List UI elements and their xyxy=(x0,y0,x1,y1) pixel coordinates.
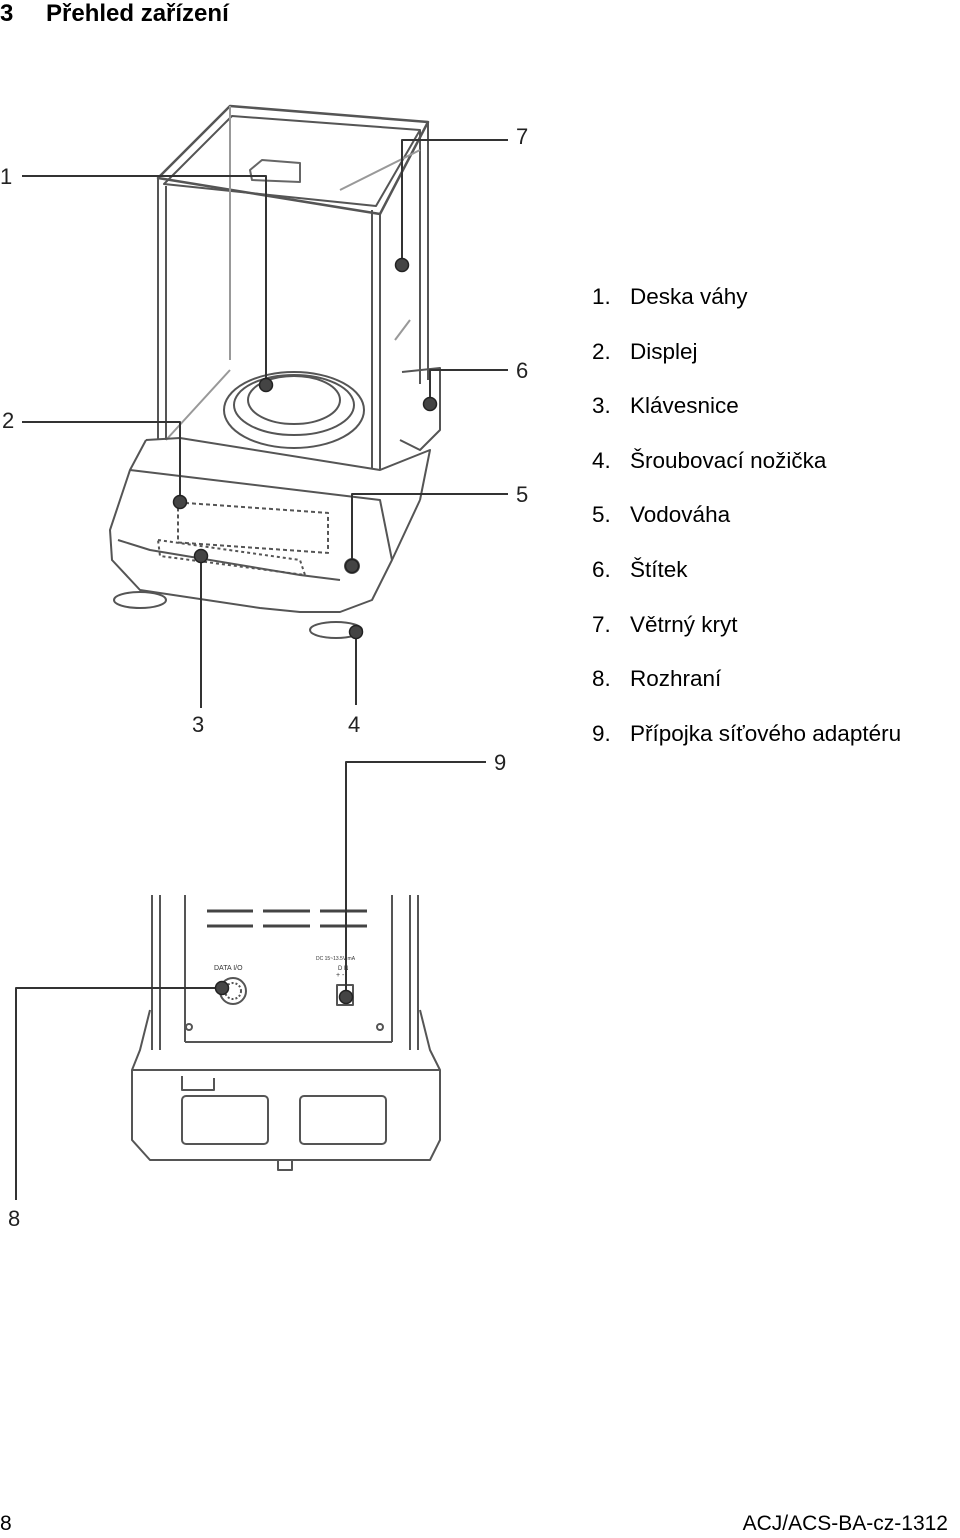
callout-4: 4 xyxy=(348,712,360,737)
legend-number: 1. xyxy=(592,284,611,309)
legend-item: 2. Displej xyxy=(592,339,901,394)
callout-2: 2 xyxy=(2,408,14,433)
parts-legend: 1. Deska váhy 2. Displej 3. Klávesnice 4. Šr… xyxy=(592,284,901,775)
legend-item: 7. Větrný kryt xyxy=(592,612,901,667)
rear-view xyxy=(131,895,441,1171)
legend-text: Štítek xyxy=(630,556,688,582)
data-io-label: DATA I/O xyxy=(214,965,243,972)
weighing-pan xyxy=(223,371,365,449)
legend-number: 4. xyxy=(592,447,611,473)
callout-9: 9 xyxy=(494,750,506,775)
legend-item: 6. Štítek xyxy=(592,557,901,612)
leader-lines xyxy=(15,139,508,1200)
callout-7: 7 xyxy=(516,124,528,149)
legend-item: 5. Vodováha xyxy=(592,502,901,557)
legend-text: Klávesnice xyxy=(630,393,739,419)
legend-text: Displej xyxy=(630,338,698,364)
polarity-label-b: + - xyxy=(336,972,345,979)
callout-dots xyxy=(172,257,438,1005)
legend-item: 9. Přípojka síťového adaptéru xyxy=(592,721,901,776)
legend-number: 8. xyxy=(592,666,611,692)
callout-3: 3 xyxy=(192,712,204,737)
legend-item: 4. Šroubovací nožička xyxy=(592,448,901,503)
callout-6: 6 xyxy=(516,358,528,383)
legend-text: Rozhraní xyxy=(630,666,722,692)
power-rating-label: DC 15~13.5V mA xyxy=(316,956,356,962)
callout-8: 8 xyxy=(8,1206,20,1231)
callout-5: 5 xyxy=(516,482,528,507)
legend-text: Přípojka síťového adaptéru xyxy=(630,720,902,746)
polarity-label-a: D N xyxy=(338,966,348,972)
legend-text: Větrný kryt xyxy=(630,611,738,637)
section-heading: 3 Přehled zařízení xyxy=(0,0,229,28)
section-title: Přehled zařízení xyxy=(46,0,229,27)
legend-text: Vodováha xyxy=(630,502,731,528)
legend-text: Šroubovací nožička xyxy=(630,447,827,473)
section-number: 3 xyxy=(0,0,14,27)
legend-item: 8. Rozhraní xyxy=(592,666,901,721)
legend-number: 5. xyxy=(592,502,611,528)
legend-number: 7. xyxy=(592,611,611,637)
legend-text: Deska váhy xyxy=(630,284,748,309)
page-number: 8 xyxy=(0,1512,12,1535)
legend-number: 6. xyxy=(592,556,611,582)
legend-number: 9. xyxy=(592,720,611,746)
legend-item: 1. Deska váhy xyxy=(592,284,901,339)
legend-number: 2. xyxy=(592,338,611,364)
draft-shield xyxy=(156,104,430,470)
balance-body xyxy=(109,367,441,639)
document-id: ACJ/ACS-BA-cz-1312 xyxy=(742,1512,948,1535)
callout-1: 1 xyxy=(0,164,12,189)
legend-item: 3. Klávesnice xyxy=(592,393,901,448)
legend-number: 3. xyxy=(592,393,611,419)
